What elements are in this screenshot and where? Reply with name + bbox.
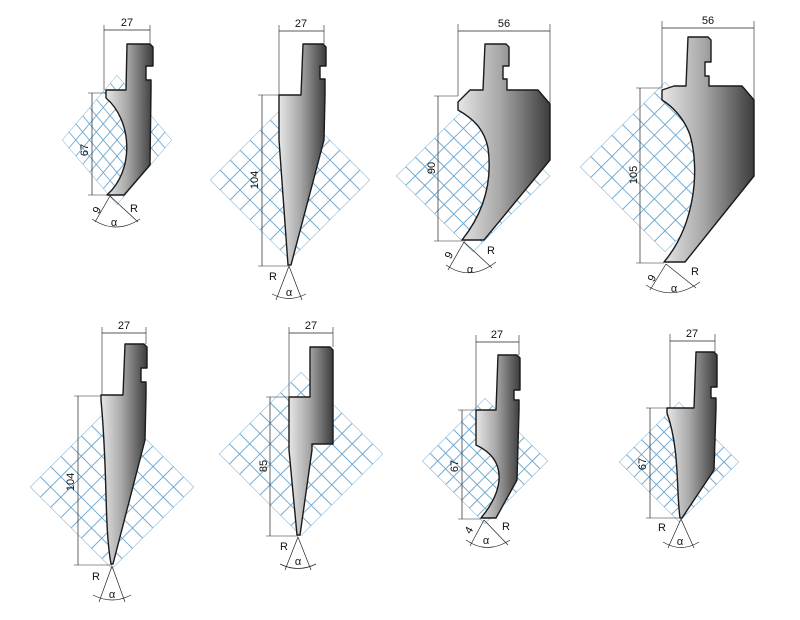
tool-3-diagram: 56 90 α R 9 <box>396 0 600 310</box>
tool-4-offset-label: 9 <box>646 273 659 284</box>
tool-1-offset-label: 9 <box>91 205 104 216</box>
tool-2-diagram: 27 104 α R <box>200 0 400 310</box>
tool-1-angle-label: α <box>111 217 118 229</box>
tool-6-height-label: 85 <box>258 460 270 472</box>
tool-2-profile <box>278 43 327 266</box>
tool-4-diagram: 56 105 α R 9 <box>580 0 800 310</box>
tool-7-angle-label: α <box>483 535 490 547</box>
tool-1-diagram: 27 67 α R 9 <box>0 0 200 310</box>
tool-4-angle-label: α <box>671 283 678 295</box>
tool-6-radius-label: R <box>280 541 288 553</box>
tool-3-radius-label: R <box>487 245 495 257</box>
tool-6-diagram: 27 85 α R <box>200 310 400 620</box>
tool-1-radius-label: R <box>130 203 138 215</box>
tool-2-angle-label: α <box>286 287 293 299</box>
tool-4-radius-label: R <box>691 266 699 278</box>
tool-6-width-label: 27 <box>305 320 317 332</box>
tool-7-width-label: 27 <box>491 329 503 341</box>
tool-7-diagram: 27 67 α R 4 <box>400 310 600 620</box>
tool-3-height-label: 90 <box>426 162 438 174</box>
tool-8-profile <box>666 351 718 519</box>
tool-8-diagram: 27 67 α R <box>600 310 800 620</box>
tool-5-width-label: 27 <box>118 320 130 332</box>
tool-2-width-label: 27 <box>295 18 307 30</box>
tool-5-diagram: 27 104 α R <box>0 310 200 620</box>
tool-5-profile <box>100 343 148 565</box>
tool-4-width-label: 56 <box>702 15 714 27</box>
tool-7-offset-label: 4 <box>463 525 476 536</box>
tool-4-profile <box>661 36 755 263</box>
tool-1-width-label: 27 <box>121 17 133 29</box>
tool-3-profile <box>457 43 551 241</box>
tool-7-profile <box>475 354 521 519</box>
tool-3-offset-label: 9 <box>443 250 456 261</box>
tool-5-height-label: 104 <box>65 473 77 491</box>
tool-5-radius-label: R <box>92 571 100 583</box>
tool-1-profile <box>105 43 154 196</box>
tool-1-height-label: 67 <box>79 144 91 156</box>
tool-6-angle-label: α <box>295 556 302 568</box>
tool-8-angle-label: α <box>677 536 684 548</box>
tool-8-width-label: 27 <box>686 328 698 340</box>
tool-7-radius-label: R <box>502 521 510 533</box>
tool-8-radius-label: R <box>658 522 666 534</box>
tool-2-height-label: 104 <box>249 171 261 189</box>
tool-3-angle-label: α <box>467 264 474 276</box>
tool-7-height-label: 67 <box>449 460 461 472</box>
tool-6-profile <box>288 346 334 536</box>
tool-8-height-label: 67 <box>637 458 649 470</box>
tool-4-height-label: 105 <box>628 166 640 184</box>
tool-3-width-label: 56 <box>498 18 510 30</box>
tool-2-radius-label: R <box>269 271 277 283</box>
tool-5-angle-label: α <box>109 589 116 601</box>
